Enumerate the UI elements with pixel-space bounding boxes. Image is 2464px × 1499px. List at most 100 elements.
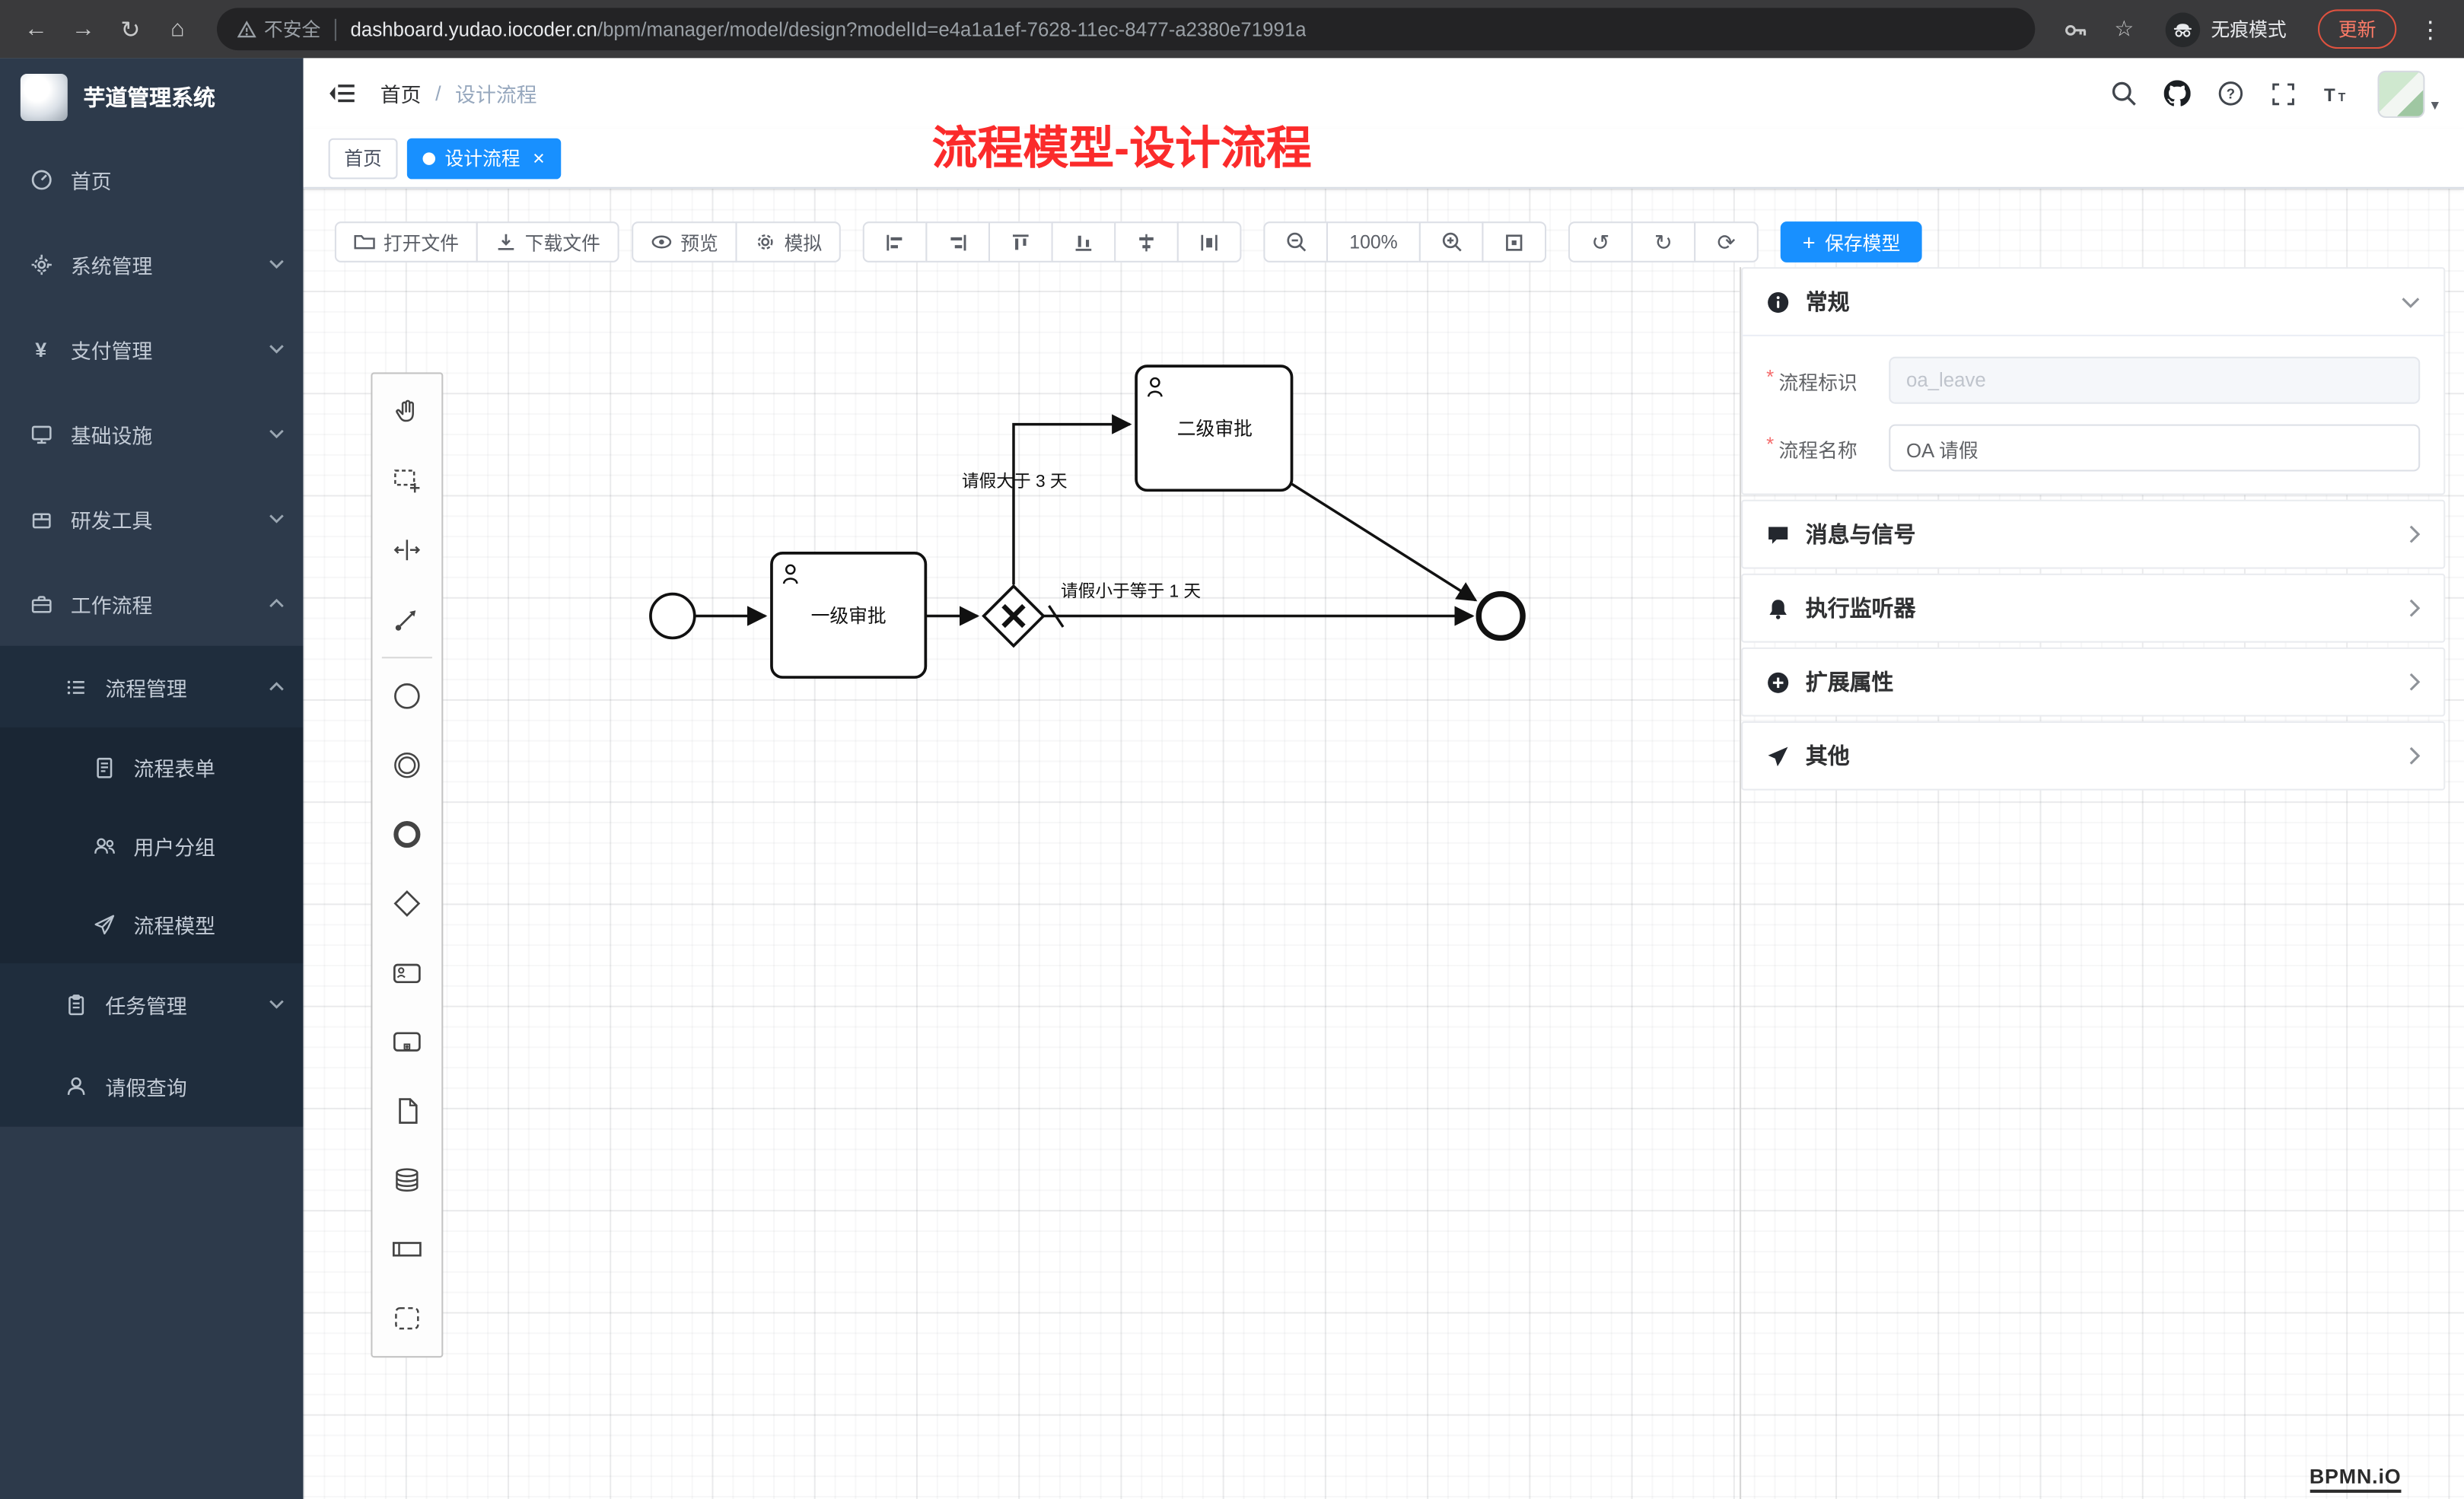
section-other-header[interactable]: 其他 — [1743, 723, 2443, 789]
sidebar-item-label: 流程管理 — [105, 676, 187, 701]
create-start-event[interactable] — [372, 661, 441, 730]
fullscreen-icon[interactable] — [2271, 81, 2296, 106]
bpmn-io-watermark[interactable]: BPMN.iO — [2309, 1465, 2402, 1493]
sidebar-item-task-mgmt[interactable]: 任务管理 — [0, 963, 304, 1045]
sidebar-item-process-form[interactable]: 流程表单 — [0, 727, 304, 807]
create-data-store[interactable] — [372, 1145, 441, 1214]
user-task-level1[interactable]: 一级审批 — [770, 552, 928, 679]
align-left-button[interactable] — [862, 221, 928, 263]
end-event-shape[interactable] — [1476, 590, 1526, 641]
sidebar-item-home[interactable]: 首页 — [0, 137, 304, 222]
app-logo-row[interactable]: 芋道管理系统 — [0, 58, 304, 136]
home-icon[interactable]: ⌂ — [170, 15, 185, 43]
sidebar-item-process-mgmt[interactable]: 流程管理 — [0, 646, 304, 727]
simulate-button[interactable]: 模拟 — [735, 221, 841, 263]
sidebar-fold-icon[interactable] — [329, 80, 355, 107]
sidebar-item-process-model[interactable]: 流程模型 — [0, 884, 304, 963]
folder-icon — [354, 234, 375, 250]
create-subprocess[interactable] — [372, 1007, 441, 1077]
global-connect-tool[interactable] — [372, 584, 441, 654]
palette-separator — [381, 657, 432, 659]
align-top-button[interactable] — [988, 221, 1053, 263]
open-file-button[interactable]: 打开文件 — [334, 221, 478, 263]
sidebar-item-workflow[interactable]: 工作流程 — [0, 561, 304, 646]
section-messages: 消息与信号 — [1741, 499, 2446, 569]
breadcrumb-home[interactable]: 首页 — [380, 83, 422, 107]
tab-home[interactable]: 首页 — [328, 137, 398, 179]
browser-menu-icon[interactable]: ⋮ — [2418, 16, 2443, 43]
save-model-button[interactable]: + 保存模型 — [1780, 221, 1923, 263]
space-tool[interactable] — [372, 515, 441, 584]
process-name-input[interactable] — [1889, 424, 2421, 472]
undo-button[interactable]: ↺ — [1568, 221, 1633, 263]
bpmn-canvas[interactable]: 一级审批 二级审批 — [303, 188, 2464, 1499]
bell-icon — [1769, 599, 1787, 619]
create-group[interactable] — [372, 1284, 441, 1353]
section-listeners-header[interactable]: 执行监听器 — [1743, 575, 2443, 641]
restart-button[interactable]: ⟳ — [1694, 221, 1759, 263]
zoom-out-button[interactable] — [1263, 221, 1329, 263]
key-icon[interactable] — [2064, 17, 2089, 42]
zoom-reset-button[interactable] — [1482, 221, 1547, 263]
close-tab-icon[interactable]: × — [533, 146, 545, 170]
exclusive-gateway-shape[interactable] — [982, 584, 1046, 648]
download-file-button[interactable]: 下载文件 — [476, 221, 619, 263]
back-icon[interactable]: ← — [24, 15, 48, 43]
forward-icon[interactable]: → — [71, 15, 95, 43]
url-host: dashboard.yudao.iocoder.cn — [350, 18, 597, 40]
align-center-button[interactable] — [1114, 221, 1179, 263]
sequence-flow-gateway-to-task2[interactable] — [1012, 414, 1132, 585]
tab-design-process[interactable]: 设计流程 × — [406, 137, 561, 179]
align-bottom-button[interactable] — [1051, 221, 1116, 263]
align-right-button[interactable] — [925, 221, 991, 263]
chevron-right-icon — [2409, 673, 2421, 692]
sidebar-item-payment[interactable]: ¥ 支付管理 — [0, 307, 304, 392]
hand-tool[interactable] — [372, 377, 441, 447]
process-key-label: * 流程标识 — [1766, 365, 1889, 395]
update-button[interactable]: 更新 — [2317, 9, 2397, 49]
paper-plane-icon — [91, 912, 116, 936]
create-user-task[interactable] — [372, 938, 441, 1007]
section-title: 常规 — [1805, 288, 1850, 315]
section-ext-props-header[interactable]: 扩展属性 — [1743, 649, 2443, 715]
section-messages-header[interactable]: 消息与信号 — [1743, 501, 2443, 568]
create-intermediate-event[interactable] — [372, 730, 441, 800]
create-data-object[interactable] — [372, 1077, 441, 1146]
yen-icon: ¥ — [35, 336, 47, 361]
svg-text:T: T — [2324, 84, 2335, 105]
user-task-icon — [1147, 377, 1163, 397]
bookmark-star-icon[interactable]: ☆ — [2114, 15, 2135, 41]
user-task-level2[interactable]: 二级审批 — [1135, 364, 1294, 492]
sidebar-item-label: 流程表单 — [133, 756, 215, 781]
redo-button[interactable]: ↻ — [1631, 221, 1696, 263]
sidebar-item-leave-query[interactable]: 请假查询 — [0, 1045, 304, 1126]
eye-icon — [651, 235, 672, 249]
create-end-event[interactable] — [372, 800, 441, 869]
sidebar-item-user-group[interactable]: 用户分组 — [0, 806, 304, 885]
start-event-shape[interactable] — [649, 592, 696, 640]
create-participant[interactable] — [372, 1214, 441, 1284]
address-bar[interactable]: 不安全 dashboard.yudao.iocoder.cn /bpm/mana… — [216, 8, 2036, 51]
section-general-header[interactable]: 常规 — [1743, 269, 2444, 336]
sequence-flow-task2-to-end[interactable] — [1291, 482, 1478, 602]
create-gateway[interactable] — [372, 869, 441, 938]
app-title: 芋道管理系统 — [83, 84, 215, 110]
lasso-tool[interactable] — [372, 446, 441, 515]
github-icon[interactable] — [2163, 80, 2191, 107]
reload-icon[interactable]: ↻ — [120, 16, 141, 43]
sidebar-item-system[interactable]: 系统管理 — [0, 221, 304, 307]
not-secure-warning[interactable]: 不安全 — [237, 16, 320, 43]
distribute-button[interactable] — [1176, 221, 1242, 263]
preview-button[interactable]: 预览 — [632, 221, 737, 263]
sidebar-item-infra[interactable]: 基础设施 — [0, 391, 304, 476]
sidebar-item-label: 首页 — [70, 168, 112, 193]
tab-label: 首页 — [344, 148, 382, 170]
section-title: 其他 — [1805, 743, 1850, 769]
search-icon[interactable] — [2110, 80, 2137, 107]
zoom-in-button[interactable] — [1418, 221, 1484, 263]
help-icon[interactable]: ? — [2217, 80, 2244, 107]
user-avatar[interactable]: ▾ — [2377, 69, 2439, 117]
sidebar-item-label: 流程模型 — [133, 913, 215, 937]
sidebar-item-devtools[interactable]: 研发工具 — [0, 476, 304, 562]
